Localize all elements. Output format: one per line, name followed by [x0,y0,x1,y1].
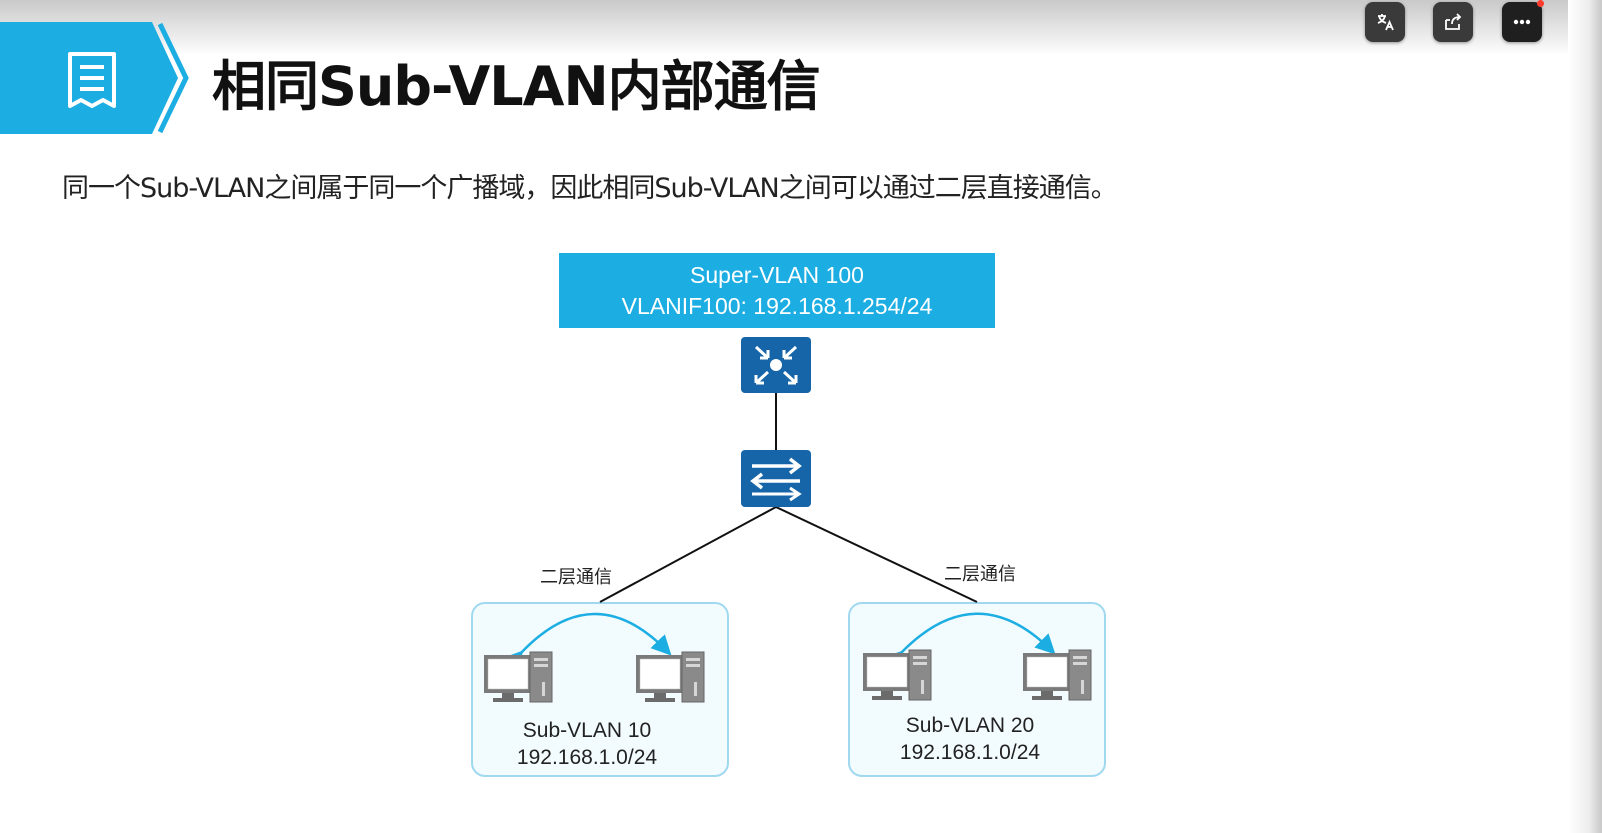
comm-arrow-left [502,612,672,672]
notification-dot [1537,0,1544,7]
pc-icon [635,651,705,703]
sub-vlan-10-label: Sub-VLAN 10 192.168.1.0/24 [458,717,716,771]
more-options-button[interactable] [1502,0,1544,42]
super-vlan-name: Super-VLAN 100 [690,262,864,288]
router-icon [741,337,811,393]
window-top-shade [0,0,1602,56]
link-label-right: 二层通信 [944,564,1016,585]
page-title: 相同Sub-VLAN内部通信 [212,55,821,118]
sub-vlan-20-subnet: 192.168.1.0/24 [899,741,1041,764]
super-vlan-box: Super-VLAN 100 VLANIF100: 192.168.1.254/… [559,253,995,328]
more-icon [1513,19,1531,25]
title-banner [0,22,189,134]
share-button[interactable] [1433,2,1473,42]
slide-subtitle: 同一个Sub-VLAN之间属于同一个广播域，因此相同Sub-VLAN之间可以通过… [62,173,1118,204]
document-icon [68,52,116,108]
pc-icon [862,649,932,701]
sub-vlan-20-label: Sub-VLAN 20 192.168.1.0/24 [841,712,1099,766]
window-right-edge [1568,0,1602,833]
super-vlan-interface: VLANIF100: 192.168.1.254/24 [621,293,933,319]
pc-icon [483,651,553,703]
comm-arrow-right [882,612,1056,672]
translate-button[interactable] [1365,2,1405,42]
translate-icon [1377,14,1394,31]
share-icon [1445,13,1462,30]
sub-vlan-20-name: Sub-VLAN 20 [905,714,1035,737]
sub-vlan-10-name: Sub-VLAN 10 [522,719,652,742]
sub-vlan-10-subnet: 192.168.1.0/24 [516,746,658,769]
link-right [775,506,978,603]
link-label-left: 二层通信 [540,567,612,588]
pc-icon [1022,649,1092,701]
switch-icon [741,450,811,507]
link-left [599,506,777,603]
